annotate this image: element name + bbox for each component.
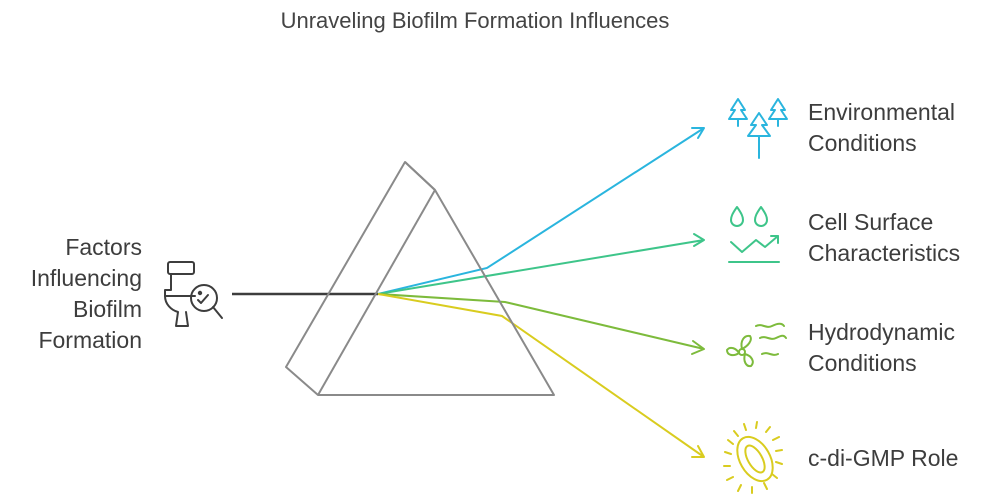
ray-hydrodynamic <box>377 293 705 350</box>
fan-wind-icon <box>726 322 787 368</box>
output-label-line: Conditions <box>808 130 917 156</box>
ray-cell-surface <box>377 239 705 295</box>
pine-trees-icon <box>728 98 788 159</box>
arrowhead-hydrodynamic <box>691 340 705 355</box>
output-label-line: c-di-GMP Role <box>808 445 959 471</box>
ray-environmental <box>377 127 705 295</box>
diagram-title: Unraveling Biofilm Formation Influences <box>280 8 670 33</box>
source-label-line: Factors <box>65 234 142 260</box>
source-label-line: Influencing <box>30 265 142 291</box>
source-label-line: Formation <box>38 327 142 353</box>
ray-c-di-gmp <box>377 293 705 458</box>
arrowhead-environmental <box>691 127 705 139</box>
output-label-environmental: Environmental Conditions <box>808 97 955 159</box>
output-label-line: Cell Surface <box>808 209 934 235</box>
output-label-cell-surface: Cell Surface Characteristics <box>808 207 960 269</box>
toilet-magnifier-icon <box>164 261 223 327</box>
output-label-c-di-gmp: c-di-GMP Role <box>808 443 958 474</box>
output-label-line: Conditions <box>808 350 917 376</box>
arrowhead-c-di-gmp <box>691 445 705 458</box>
output-label-line: Environmental <box>808 99 956 125</box>
source-label-line: Biofilm <box>72 296 142 322</box>
droplets-trend-icon <box>728 206 780 263</box>
arrowhead-cell-surface <box>693 233 705 247</box>
source-label: Factors Influencing Biofilm Formation <box>0 232 142 356</box>
bacterium-icon <box>723 421 783 494</box>
prism <box>285 161 555 396</box>
output-label-line: Hydrodynamic <box>808 319 955 345</box>
output-label-line: Characteristics <box>808 240 961 266</box>
output-label-hydrodynamic: Hydrodynamic Conditions <box>808 317 955 379</box>
